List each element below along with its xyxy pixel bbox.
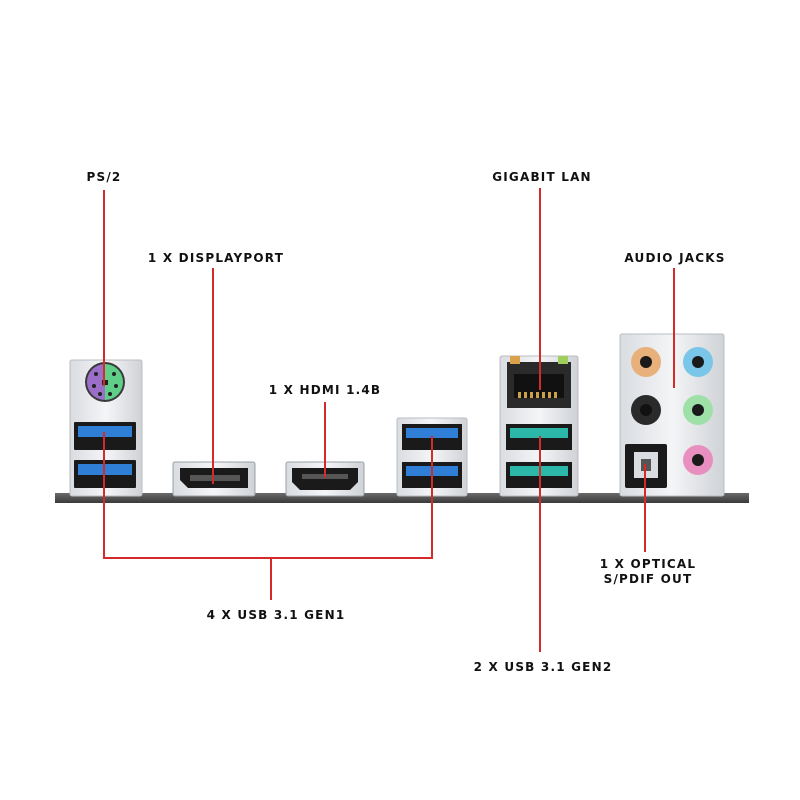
gigabit-lan-label: GIGABIT LAN <box>492 170 592 184</box>
ps2-keyboard-half <box>105 364 123 400</box>
ps2-label: PS/2 <box>86 170 122 184</box>
usb-gen2-label: 2 X USB 3.1 GEN2 <box>473 660 613 674</box>
optical-spdif-label: 1 X OPTICAL S/PDIF OUT <box>600 557 697 587</box>
usb-gen1-label: 4 X USB 3.1 GEN1 <box>206 608 346 622</box>
lan-usb-gen2-stack <box>499 355 579 497</box>
optical-label-line-1: 1 X OPTICAL <box>599 557 697 571</box>
audio-block <box>619 333 725 497</box>
ps2-mouse-half <box>87 364 105 400</box>
hdmi-label: 1 X HDMI 1.4B <box>268 383 382 397</box>
usb-gen1-bracket <box>103 432 433 559</box>
hdmi-port <box>285 461 365 497</box>
displayport-label: 1 X DISPLAYPORT <box>147 251 285 265</box>
ps2-usb-stack <box>69 359 143 497</box>
audio-jacks-label: AUDIO JACKS <box>624 251 726 265</box>
io-backplate <box>55 493 749 503</box>
optical-label-line-2: S/PDIF OUT <box>603 572 693 586</box>
callout-lines <box>103 188 675 652</box>
